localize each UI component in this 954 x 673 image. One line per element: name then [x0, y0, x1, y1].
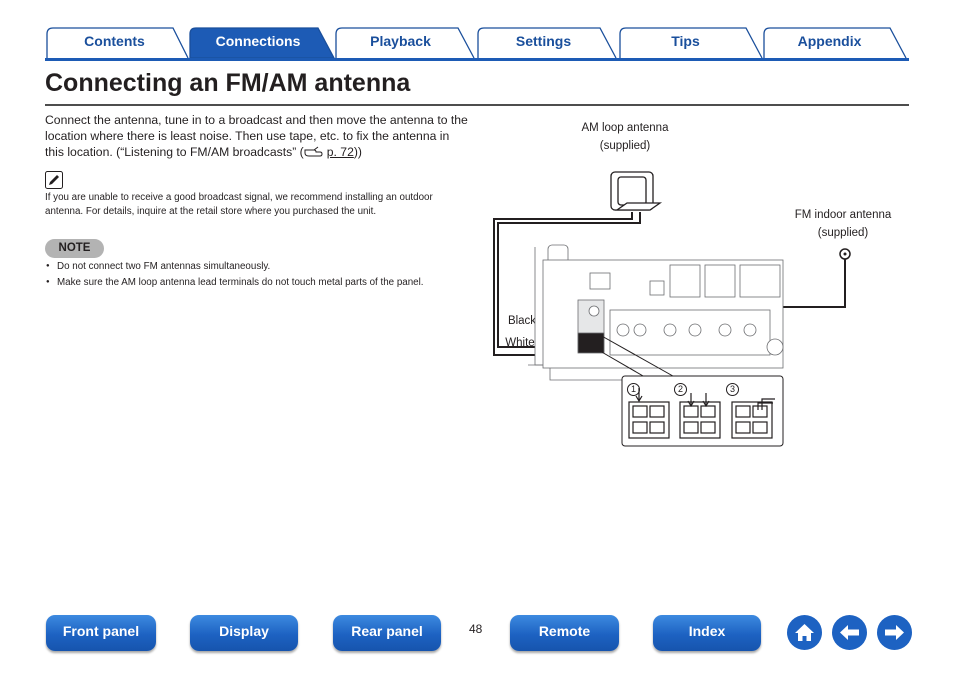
antenna-connection-diagram: AM loop antenna (supplied) FM indoor ant…: [490, 115, 910, 460]
forward-arrow-icon[interactable]: [876, 614, 913, 651]
index-button[interactable]: Index: [653, 615, 761, 651]
front-panel-button[interactable]: Front panel: [46, 615, 156, 651]
list-item: Do not connect two FM antennas simultane…: [45, 260, 475, 274]
tab-appendix[interactable]: Appendix: [797, 33, 862, 49]
tab-tips[interactable]: Tips: [671, 33, 700, 49]
fm-antenna-label: FM indoor antenna: [794, 209, 892, 221]
tab-connections[interactable]: Connections: [215, 33, 301, 49]
title-divider: [45, 104, 909, 106]
tab-contents[interactable]: Contents: [84, 33, 145, 49]
back-arrow-icon[interactable]: [831, 614, 868, 651]
note-badge: NOTE: [45, 239, 104, 258]
step-3-marker: 3: [726, 383, 739, 396]
am-loop-antenna-icon: [610, 171, 663, 211]
page-reference-link[interactable]: p. 72: [326, 145, 354, 159]
diagram-drawing: [493, 171, 851, 447]
rear-panel-button[interactable]: Rear panel: [333, 615, 441, 651]
home-icon[interactable]: [786, 614, 823, 651]
step-2-marker: 2: [674, 383, 687, 396]
pencil-icon: [45, 171, 63, 189]
page-title: Connecting an FM/AM antenna: [45, 69, 411, 97]
intro-paragraph: Connect the antenna, tune in to a broadc…: [45, 112, 470, 162]
tab-bar: Contents Connections Playback Settings T…: [0, 0, 954, 64]
am-antenna-label: AM loop antenna: [581, 122, 669, 134]
remote-button[interactable]: Remote: [510, 615, 619, 651]
reference-hand-icon: [304, 146, 324, 162]
tab-shapes: [45, 27, 909, 61]
step-1-marker: 1: [627, 383, 640, 396]
tab-settings[interactable]: Settings: [515, 33, 572, 49]
tab-playback[interactable]: Playback: [370, 33, 431, 49]
page-number: 48: [469, 622, 483, 636]
note-list: Do not connect two FM antennas simultane…: [45, 260, 475, 291]
intro-text: Connect the antenna, tune in to a broadc…: [45, 113, 468, 159]
intro-end: )): [353, 145, 362, 159]
terminal-step-2: [679, 393, 721, 439]
list-item: Make sure the AM loop antenna lead termi…: [45, 276, 475, 290]
display-button[interactable]: Display: [190, 615, 298, 651]
black-wire-label: Black: [507, 315, 537, 327]
terminal-step-3: [731, 398, 775, 439]
memo-text: If you are unable to receive a good broa…: [45, 192, 433, 217]
fm-antenna-supplied-label: (supplied): [817, 227, 869, 239]
am-antenna-supplied-label: (supplied): [599, 140, 651, 152]
terminal-step-1: [628, 388, 670, 439]
receiver-rear-panel: [528, 244, 784, 381]
